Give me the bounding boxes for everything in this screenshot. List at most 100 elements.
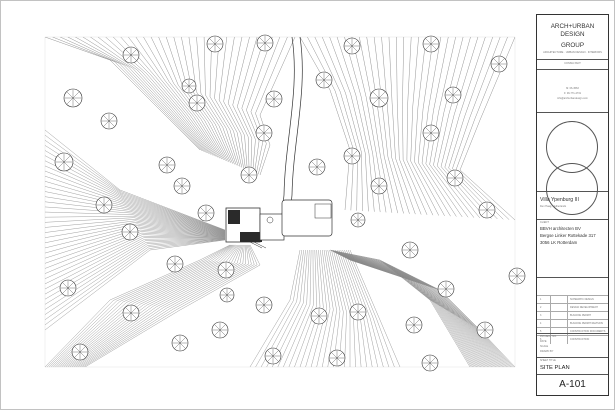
tree-spoke	[425, 38, 432, 45]
contour-line	[272, 249, 308, 367]
villa-terrace	[281, 199, 333, 237]
tree-spoke	[103, 199, 110, 206]
tree-spoke	[220, 264, 227, 271]
contour-line	[332, 251, 477, 367]
tree-spoke	[378, 180, 385, 187]
divider	[537, 357, 608, 358]
contour-line	[45, 228, 226, 259]
tree-symbols	[54, 34, 526, 372]
contour-line	[90, 37, 212, 155]
tree-spoke	[331, 357, 338, 364]
tree-spoke	[174, 342, 181, 349]
tree-spoke	[440, 288, 447, 295]
tree-spoke	[103, 115, 110, 122]
tree-spoke	[346, 155, 353, 162]
contour-line	[330, 250, 472, 367]
tree-spoke	[373, 180, 380, 187]
tree-symbol	[255, 124, 273, 142]
tree-spoke	[413, 324, 420, 331]
tree-spoke	[103, 204, 110, 211]
tree-symbol	[206, 35, 224, 53]
contour-line	[227, 37, 248, 170]
tree-spoke	[181, 180, 188, 187]
tree-spoke	[174, 337, 181, 344]
contour-line	[45, 238, 226, 305]
contour-line	[45, 181, 226, 233]
contour-line	[60, 244, 238, 367]
tree-spoke	[267, 355, 274, 362]
tree-spoke	[166, 159, 173, 166]
tree-spoke	[214, 329, 221, 336]
tree-spoke	[445, 283, 452, 290]
title-block: ARCH+URBAN DESIGN GROUP ARCHITECTURE · U…	[536, 14, 609, 396]
tree-spoke	[243, 174, 250, 181]
info-drawn-by: DRAWN BY	[540, 350, 554, 353]
contour-line	[348, 259, 513, 367]
tree-spoke	[125, 307, 132, 314]
tree-spoke	[336, 357, 343, 364]
tree-symbol	[508, 267, 526, 285]
contour-line	[310, 249, 327, 367]
contour-line	[97, 37, 213, 156]
tree-spoke	[205, 207, 212, 214]
tree-spoke	[258, 304, 265, 311]
contour-line	[337, 253, 488, 367]
tree-spoke	[179, 342, 186, 349]
contour-line	[336, 253, 486, 367]
tree-symbol	[446, 169, 464, 187]
tree-spoke	[124, 226, 131, 233]
tree-spoke	[346, 45, 353, 52]
revision-number: 4	[540, 322, 542, 325]
tree-spoke	[72, 97, 79, 104]
contour-line	[288, 249, 314, 367]
tree-spoke	[429, 357, 436, 364]
tree-spoke	[191, 102, 198, 109]
tree-symbol	[71, 343, 89, 361]
tree-spoke	[200, 207, 207, 214]
tree-spoke	[200, 212, 207, 219]
tree-spoke	[493, 58, 500, 65]
tree-spoke	[174, 258, 181, 265]
villa-stair	[249, 241, 263, 249]
contour-line	[62, 244, 239, 367]
tree-spoke	[378, 185, 385, 192]
tree-spoke	[169, 263, 176, 270]
revision-number: 6	[540, 338, 542, 341]
contour-line	[414, 37, 445, 216]
contour-line	[69, 244, 243, 367]
contour-line	[339, 254, 492, 367]
contour-line	[346, 249, 390, 367]
driveway-edge	[289, 36, 303, 216]
tree-spoke	[248, 174, 255, 181]
sheet-number: A-101	[559, 379, 586, 390]
tree-symbol	[401, 241, 419, 259]
tree-spoke	[214, 324, 221, 331]
tree-spoke	[486, 204, 493, 211]
contour-line	[332, 251, 476, 367]
contour-line	[82, 244, 258, 367]
tree-spoke	[430, 38, 437, 45]
tree-spoke	[511, 275, 518, 282]
divider	[537, 191, 608, 192]
info-scale: SCALE	[540, 345, 549, 348]
tree-spoke	[424, 357, 431, 364]
contour-line	[334, 251, 480, 367]
tree-spoke	[63, 156, 70, 163]
contour-line	[283, 249, 312, 367]
contour-line	[322, 249, 334, 367]
contour-line	[45, 129, 226, 231]
tree-spoke	[58, 156, 65, 163]
tree-symbol	[166, 255, 184, 273]
tree-symbol	[95, 196, 113, 214]
tree-spoke	[196, 97, 203, 104]
tree-symbol	[328, 349, 346, 367]
contour-line	[266, 249, 306, 367]
tree-spoke	[125, 49, 132, 56]
tree-spoke	[226, 294, 232, 300]
tree-symbol	[422, 124, 440, 142]
contour-line	[60, 37, 204, 152]
tree-spoke	[357, 219, 363, 225]
contour-line	[45, 229, 226, 264]
tree-spoke	[425, 43, 432, 50]
tree-symbol	[121, 223, 139, 241]
